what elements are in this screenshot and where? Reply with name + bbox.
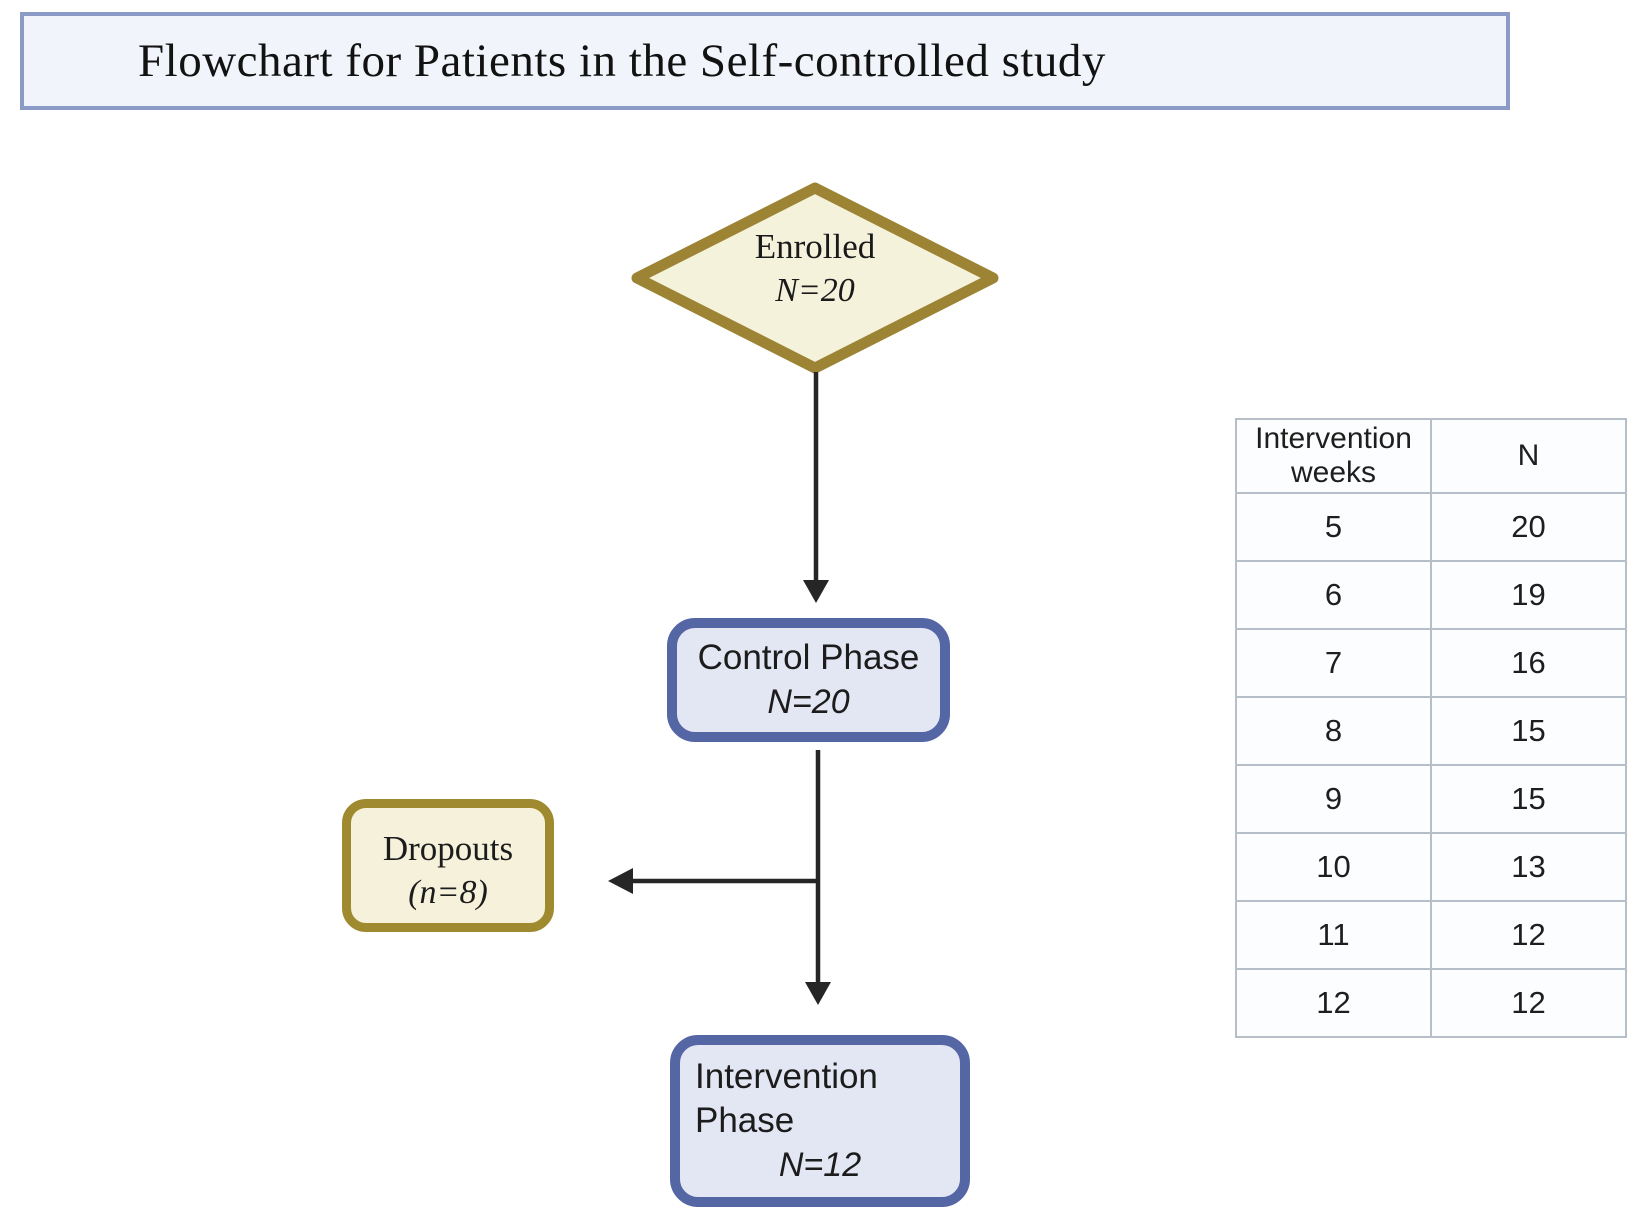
n-cell: 15 [1430,764,1627,834]
weeks-cell: 12 [1235,968,1432,1038]
n-cell: 12 [1430,968,1627,1038]
table-row: 8 15 [1235,696,1627,766]
dropouts-node: Dropouts (n=8) [342,799,554,932]
arrowhead-left [608,868,633,894]
weeks-cell: 10 [1235,832,1432,902]
title-box: Flowchart for Patients in the Self-contr… [20,12,1510,110]
control-phase-count: N=20 [767,683,850,721]
n-cell: 15 [1430,696,1627,766]
weeks-cell: 11 [1235,900,1432,970]
table-row: 10 13 [1235,832,1627,902]
weeks-cell: 5 [1235,492,1432,562]
weeks-cell: 6 [1235,560,1432,630]
enrolled-diamond-shape [631,182,999,374]
table-row: 5 20 [1235,492,1627,562]
dropouts-count: (n=8) [408,873,488,911]
table-header-row: Intervention weeks N [1235,418,1627,494]
weeks-cell: 9 [1235,764,1432,834]
arrowhead-down-2 [805,982,831,1005]
table-row: 12 12 [1235,968,1627,1038]
control-phase-node: Control Phase N=20 [667,618,950,742]
n-column-header: N [1430,418,1627,494]
figure-title: Flowchart for Patients in the Self-contr… [138,35,1106,87]
intervention-phase-count: N=12 [778,1146,862,1184]
dropouts-label: Dropouts [382,828,514,868]
enrolled-count: N=20 [775,272,855,309]
enrolled-node: Enrolled N=20 [665,225,965,313]
n-cell: 12 [1430,900,1627,970]
intervention-phase-node: Intervention Phase N=12 [670,1035,970,1207]
table-row: 9 15 [1235,764,1627,834]
weeks-cell: 7 [1235,628,1432,698]
weeks-cell: 8 [1235,696,1432,766]
control-phase-label: Control Phase [697,638,920,677]
table-row: 6 19 [1235,560,1627,630]
n-cell: 13 [1430,832,1627,902]
n-cell: 19 [1430,560,1627,630]
arrowhead-down-1 [803,580,829,603]
table-row: 7 16 [1235,628,1627,698]
n-cell: 16 [1430,628,1627,698]
intervention-phase-label: Intervention Phase [695,1057,878,1140]
weeks-column-header: Intervention weeks [1235,418,1432,494]
n-cell: 20 [1430,492,1627,562]
enrolled-label: Enrolled [754,227,876,266]
table-row: 11 12 [1235,900,1627,970]
intervention-weeks-table: Intervention weeks N 5 20 6 19 7 16 [1235,418,1627,1038]
